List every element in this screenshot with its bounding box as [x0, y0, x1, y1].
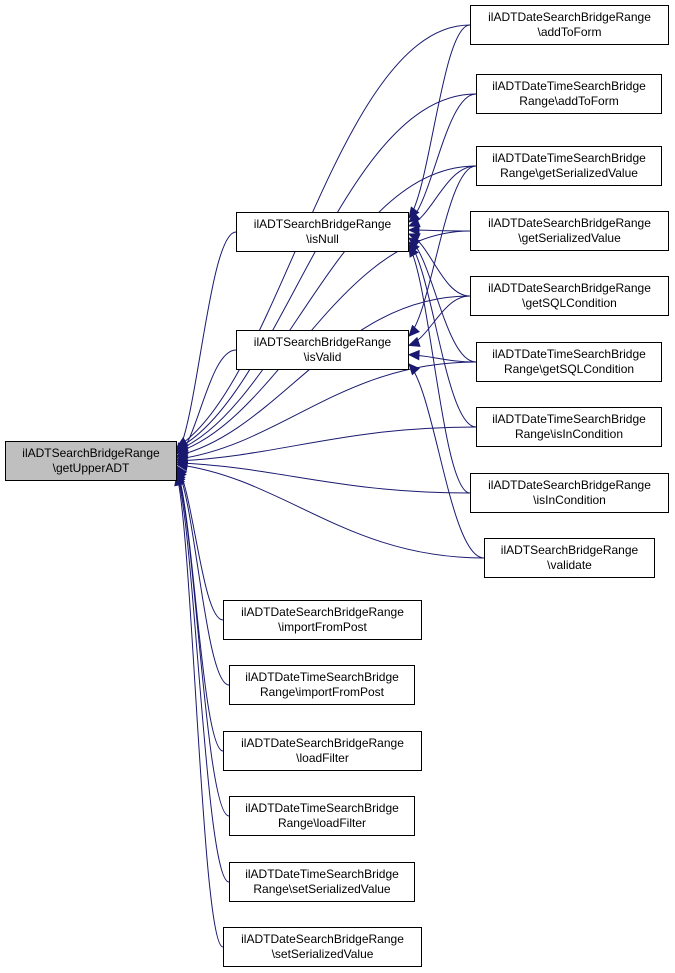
edge-date_isInCondition-to-getUpperADT: [176, 462, 471, 494]
edge-date_getSerializedValue-to-getUpperADT: [176, 230, 471, 453]
node-label-line2: \isInCondition: [533, 493, 606, 507]
node-label-line2: Range\getSQLCondition: [503, 362, 635, 376]
node-label-line2: \isValid: [303, 350, 342, 364]
edge-datetime_addToForm-to-getUpperADT: [176, 93, 477, 450]
node-label-line2: \addToForm: [537, 25, 602, 39]
node-validate[interactable]: ilADTSearchBridgeRange \validate: [484, 538, 655, 578]
edge-date_addToForm-to-isNull: [408, 24, 471, 219]
node-date-setSerializedValue[interactable]: ilADTDateSearchBridgeRange \setSerialize…: [223, 927, 422, 967]
node-label-line2: Range\loadFilter: [277, 816, 367, 830]
edge-date_setSerializedValue-to-getUpperADT: [176, 474, 224, 948]
node-label-line1: ilADTDateSearchBridgeRange: [241, 736, 404, 750]
node-label-line1: ilADTDateTimeSearchBridge: [245, 670, 399, 684]
node-label-line1: ilADTSearchBridgeRange: [253, 217, 392, 231]
edge-date_isInCondition-to-isNull: [408, 245, 471, 494]
node-label-line2: Range\setSerializedValue: [253, 882, 391, 896]
node-datetime-getSerializedValue[interactable]: ilADTDateTimeSearchBridge Range\getSeria…: [476, 146, 662, 186]
edge-datetime_isInCondition-to-getUpperADT: [176, 426, 477, 462]
arrowhead-datetime_getSerializedValue-to-isNull: [407, 217, 421, 228]
node-label-line1: ilADTDateSearchBridgeRange: [488, 478, 651, 492]
node-label-line2: \loadFilter: [296, 751, 349, 765]
node-label-line2: \isNull: [306, 232, 339, 246]
edge-validate-to-getUpperADT: [176, 464, 485, 559]
node-label-line1: ilADTDateTimeSearchBridge: [492, 347, 646, 361]
edge-datetime_importFromPost-to-getUpperADT: [176, 467, 230, 686]
node-label-line1: ilADTSearchBridgeRange: [253, 335, 392, 349]
node-label-line2: \setSerializedValue: [271, 947, 374, 961]
node-label-line1: ilADTDateTimeSearchBridge: [492, 79, 646, 93]
node-label-line2: Range\addToForm: [519, 94, 619, 108]
node-label-line1: ilADTDateTimeSearchBridge: [245, 867, 399, 881]
edge-isValid-to-getUpperADT: [176, 349, 237, 458]
node-label-line2: Range\isInCondition: [514, 427, 624, 441]
node-label-line1: ilADTSearchBridgeRange: [22, 446, 160, 460]
node-label-line2: Range\importFromPost: [259, 685, 385, 699]
arrowhead-date_getSQLCondition-to-isValid: [407, 336, 421, 347]
node-datetime-isInCondition[interactable]: ilADTDateTimeSearchBridge Range\isInCond…: [476, 407, 662, 447]
node-label-line1: ilADTSearchBridgeRange: [500, 543, 639, 557]
node-label-line1: ilADTDateSearchBridgeRange: [488, 10, 651, 24]
arrowhead-date_getSerializedValue-to-isNull: [407, 224, 420, 236]
node-label-line1: ilADTDateTimeSearchBridge: [245, 801, 399, 815]
node-label-line2: \getSerializedValue: [518, 231, 621, 245]
node-datetime-importFromPost[interactable]: ilADTDateTimeSearchBridge Range\importFr…: [229, 665, 415, 705]
arrowhead-datetime_getSerializedValue-to-isValid: [408, 324, 420, 337]
node-date-addToForm[interactable]: ilADTDateSearchBridgeRange \addToForm: [470, 5, 669, 45]
node-label-line1: ilADTDateSearchBridgeRange: [488, 281, 651, 295]
node-date-importFromPost[interactable]: ilADTDateSearchBridgeRange \importFromPo…: [223, 600, 422, 640]
node-date-isInCondition[interactable]: ilADTDateSearchBridgeRange \isInConditio…: [470, 473, 669, 513]
edge-datetime_isInCondition-to-isNull: [408, 241, 477, 428]
node-date-loadFilter[interactable]: ilADTDateSearchBridgeRange \loadFilter: [223, 731, 422, 771]
node-label-line2: \validate: [547, 558, 592, 572]
node-label-line1: ilADTDateTimeSearchBridge: [492, 151, 646, 165]
node-label-line2: Range\getSerializedValue: [500, 166, 638, 180]
edge-validate-to-isValid: [408, 363, 485, 559]
arrowhead-validate-to-isValid: [408, 363, 420, 376]
node-date-getSQLCondition[interactable]: ilADTDateSearchBridgeRange \getSQLCondit…: [470, 276, 669, 316]
node-date-getSerializedValue[interactable]: ilADTDateSearchBridgeRange \getSerialize…: [470, 211, 669, 251]
edge-datetime_getSerializedValue-to-isNull: [408, 165, 477, 227]
edge-date_getSQLCondition-to-getUpperADT: [176, 295, 471, 457]
node-label-line1: ilADTDateSearchBridgeRange: [241, 605, 404, 619]
edge-datetime_setSerializedValue-to-getUpperADT: [176, 473, 230, 883]
node-label-line1: ilADTDateSearchBridgeRange: [241, 932, 404, 946]
arrowhead-isValid-to-getUpperADT: [176, 446, 189, 459]
node-isValid[interactable]: ilADTSearchBridgeRange \isValid: [236, 330, 409, 370]
edge-datetime_getSQLCondition-to-getUpperADT: [176, 361, 477, 460]
arrowhead-date_isInCondition-to-isNull: [408, 244, 419, 258]
node-datetime-loadFilter[interactable]: ilADTDateTimeSearchBridge Range\loadFilt…: [229, 796, 415, 836]
edge-datetime_addToForm-to-isNull: [408, 93, 477, 223]
edge-isNull-to-getUpperADT: [176, 231, 237, 455]
node-datetime-addToForm[interactable]: ilADTDateTimeSearchBridge Range\addToFor…: [476, 74, 662, 114]
edge-datetime_getSerializedValue-to-getUpperADT: [176, 165, 477, 451]
node-isNull[interactable]: ilADTSearchBridgeRange \isNull: [236, 212, 409, 252]
node-label-line2: \importFromPost: [278, 620, 367, 634]
node-datetime-getSQLCondition[interactable]: ilADTDateTimeSearchBridge Range\getSQLCo…: [476, 342, 662, 382]
arrowhead-datetime_getSQLCondition-to-isValid: [407, 349, 420, 361]
node-label-line1: ilADTDateSearchBridgeRange: [488, 216, 651, 230]
node-label-line2: \getUpperADT: [52, 461, 130, 475]
node-label-line2: \getSQLCondition: [522, 296, 617, 310]
node-getUpperADT[interactable]: ilADTSearchBridgeRange \getUpperADT: [5, 441, 177, 481]
node-datetime-setSerializedValue[interactable]: ilADTDateTimeSearchBridge Range\setSeria…: [229, 862, 415, 902]
edge-datetime_loadFilter-to-getUpperADT: [176, 471, 230, 817]
edge-datetime_getSerializedValue-to-isValid: [408, 165, 477, 337]
node-label-line1: ilADTDateTimeSearchBridge: [492, 412, 646, 426]
arrowhead-validate-to-getUpperADT: [175, 460, 189, 472]
